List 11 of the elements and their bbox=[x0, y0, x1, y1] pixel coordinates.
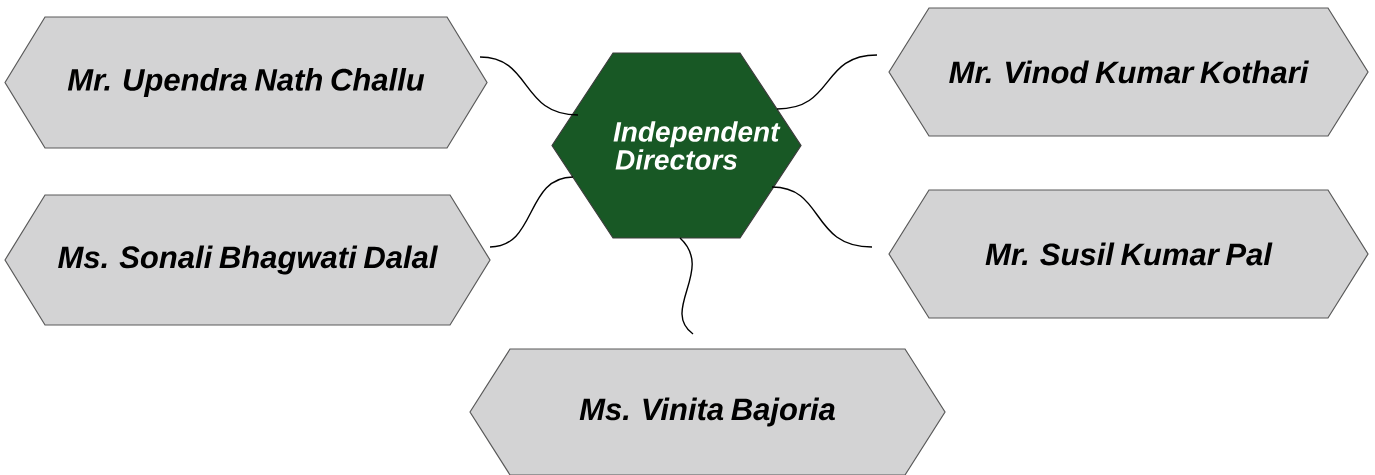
curved-connector bbox=[489, 176, 574, 248]
hexagon-node: Independent Directors bbox=[551, 52, 802, 239]
hexagon-box: Mr. Upendra Nath Challu bbox=[4, 16, 488, 149]
hexagon-box: Ms. Vinita Bajoria bbox=[469, 348, 946, 475]
curved-connector bbox=[776, 54, 878, 110]
curved-connector bbox=[771, 186, 873, 248]
curved-connector bbox=[679, 237, 694, 335]
hexagon-box: Mr. Susil Kumar Pal bbox=[888, 189, 1369, 319]
curved-connector bbox=[479, 56, 579, 116]
hexagon-box: Ms. Sonali Bhagwati Dalal bbox=[4, 194, 491, 326]
hexagon-box: Mr. Vinod Kumar Kothari bbox=[888, 7, 1369, 137]
